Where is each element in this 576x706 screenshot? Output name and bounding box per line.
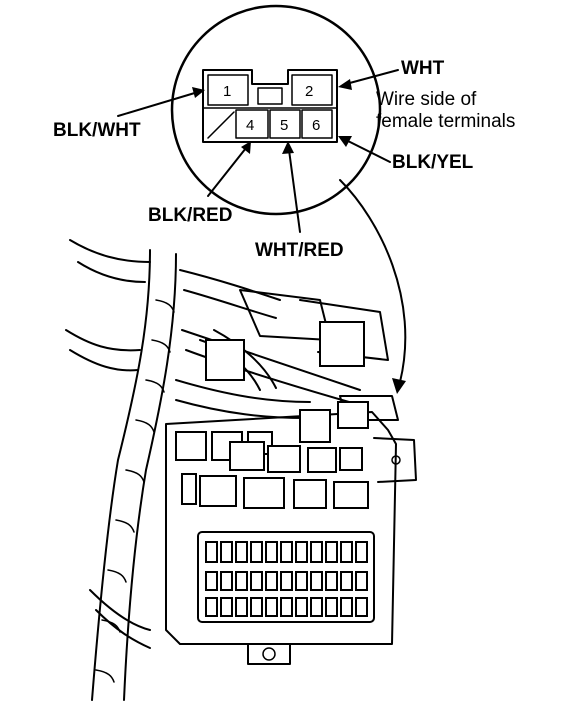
connector-block <box>205 339 245 381</box>
terminal-4 <box>235 109 269 139</box>
fuse-relay-box <box>165 401 417 665</box>
relay <box>319 321 365 367</box>
description-line-2: female terminals <box>376 111 515 132</box>
terminal-5 <box>269 109 301 139</box>
terminal-6 <box>301 109 333 139</box>
description-line-1: Wire side of <box>376 89 477 110</box>
wire-label-blk-red: BLK/RED <box>148 205 232 226</box>
location-arrow <box>339 179 407 394</box>
wiring-harness <box>65 239 361 701</box>
pin-4-label: 4 <box>246 117 254 134</box>
wire-label-blk-wht: BLK/WHT <box>53 120 141 141</box>
bottom-bolt <box>262 647 276 661</box>
fuse-row-1 <box>205 541 368 563</box>
pin-6-label: 6 <box>312 117 320 134</box>
mounting-hole <box>391 455 401 465</box>
pin-5-label: 5 <box>280 117 288 134</box>
wire-label-wht: WHT <box>401 58 445 79</box>
pin-2-label: 2 <box>305 83 313 100</box>
connector-detail-callout: 1 2 4 5 6 <box>117 4 399 233</box>
wire-label-wht-red: WHT/RED <box>255 240 344 261</box>
connector-housing: 1 2 4 5 6 <box>202 69 338 143</box>
top-connectors <box>205 289 399 421</box>
pin-1-label: 1 <box>223 83 231 100</box>
fuse-row-3 <box>205 597 368 617</box>
fuse-row-2 <box>205 571 368 591</box>
wire-label-blk-yel: BLK/YEL <box>392 152 474 173</box>
wire-callout-arrows <box>117 69 399 233</box>
